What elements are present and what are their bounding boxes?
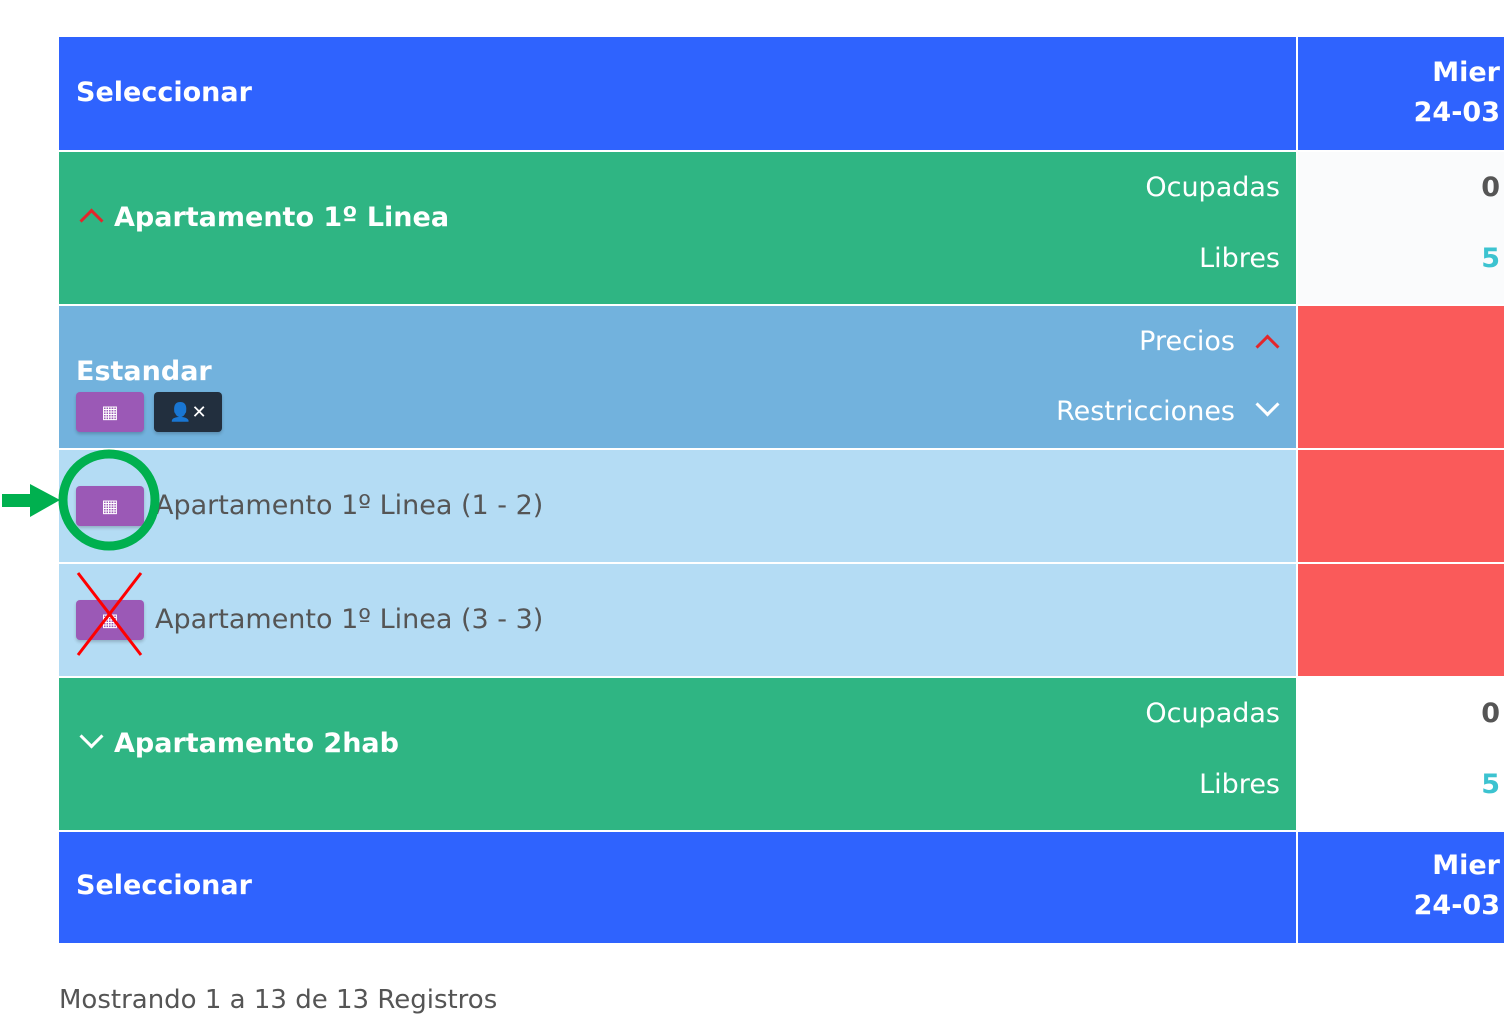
occupied-value: 0 (1481, 698, 1500, 729)
occupied-label: Ocupadas (1145, 172, 1280, 203)
table-header: Seleccionar Mier 24-03 (59, 37, 1504, 150)
annotation-cross-icon (76, 572, 143, 656)
restrictions-toggle[interactable]: Restricciones (1056, 396, 1235, 427)
free-label: Libres (1199, 243, 1280, 274)
unit-cell[interactable] (1298, 450, 1504, 562)
unit-calendar-button[interactable]: ▦ (76, 600, 144, 640)
user-remove-button[interactable]: 👤✕ (154, 392, 222, 432)
group-row: Apartamento 1º Linea Ocupadas Libres 0 5 (59, 152, 1504, 304)
unit-row: ▦ Apartamento 1º Linea (3 - 3) (59, 564, 1504, 676)
free-value: 5 (1481, 769, 1500, 800)
group-name[interactable]: Apartamento 2hab (114, 728, 399, 759)
pagination-summary: Mostrando 1 a 13 de 13 Registros (59, 985, 498, 1015)
select-footer[interactable]: Seleccionar (76, 870, 252, 901)
group-name[interactable]: Apartamento 1º Linea (114, 202, 450, 233)
rate-name: Estandar (76, 356, 212, 387)
day-label: Mier (1432, 850, 1500, 881)
unit-calendar-button[interactable]: ▦ (76, 486, 144, 526)
free-label: Libres (1199, 769, 1280, 800)
user-times-icon: 👤✕ (169, 401, 207, 423)
prices-toggle[interactable]: Precios (1139, 326, 1235, 357)
unit-cell[interactable] (1298, 564, 1504, 676)
rate-row: Estandar ▦ 👤✕ Precios Restricciones (59, 306, 1504, 448)
date-label: 24-03 (1413, 97, 1500, 128)
annotation-circle-icon (58, 449, 160, 551)
group-row: Apartamento 2hab Ocupadas Libres 0 5 (59, 678, 1504, 830)
price-cell[interactable] (1298, 306, 1504, 448)
calendar-icon: ▦ (101, 401, 119, 423)
calendar-button[interactable]: ▦ (76, 392, 144, 432)
occupied-value: 0 (1481, 172, 1500, 203)
unit-label: Apartamento 1º Linea (1 - 2) (155, 490, 544, 521)
unit-row: ▦ Apartamento 1º Linea (1 - 2) (59, 450, 1504, 562)
table-footer: Seleccionar Mier 24-03 (59, 832, 1504, 943)
select-header[interactable]: Seleccionar (76, 77, 252, 108)
date-label: 24-03 (1413, 890, 1500, 921)
annotation-arrow-icon (2, 484, 60, 517)
free-value: 5 (1481, 243, 1500, 274)
calendar-icon: ▦ (101, 495, 119, 517)
unit-label: Apartamento 1º Linea (3 - 3) (155, 604, 544, 635)
day-label: Mier (1432, 57, 1500, 88)
occupied-label: Ocupadas (1145, 698, 1280, 729)
calendar-icon: ▦ (101, 609, 119, 631)
